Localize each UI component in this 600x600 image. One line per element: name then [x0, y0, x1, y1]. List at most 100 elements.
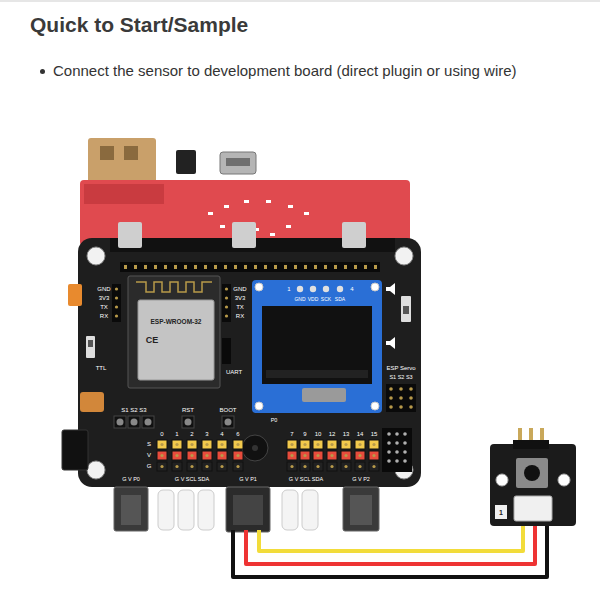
expansion-board	[222, 416, 234, 428]
expansion-board	[409, 396, 413, 400]
wires	[246, 520, 535, 564]
expansion-board	[389, 396, 393, 400]
expansion-board	[387, 441, 391, 445]
expansion-board	[222, 284, 231, 322]
expansion-board	[68, 284, 82, 306]
expansion-board	[327, 451, 337, 460]
expansion-board	[185, 419, 192, 426]
expansion-board	[190, 465, 193, 468]
expansion-board	[217, 462, 227, 471]
expansion-board	[131, 419, 138, 426]
expansion-board	[174, 265, 177, 269]
port-label: UART	[226, 369, 242, 375]
expansion-board	[124, 265, 377, 269]
pin-label: TX	[236, 304, 244, 310]
pin-label: P0	[271, 418, 278, 424]
expansion-board	[401, 296, 411, 322]
expansion-board	[62, 430, 88, 470]
expansion-board	[341, 451, 351, 460]
expansion-board	[371, 402, 379, 410]
gravity-connectors	[226, 487, 270, 532]
expansion-board	[369, 440, 379, 449]
pin-number: 15	[371, 431, 378, 437]
expansion-board	[115, 287, 118, 290]
expansion-board	[264, 265, 267, 269]
expansion-board	[205, 443, 208, 446]
expansion-board	[78, 238, 421, 487]
expansion-board	[262, 306, 372, 384]
gravity-connectors	[282, 490, 298, 530]
expansion-board	[409, 387, 413, 391]
pin-label: V	[147, 452, 151, 458]
expansion-board	[395, 450, 399, 454]
expansion-board	[355, 462, 365, 471]
expansion-board	[62, 222, 421, 487]
microbit-edge	[220, 225, 225, 228]
expansion-board	[389, 387, 393, 391]
port-label: ESP Servo	[386, 365, 415, 371]
expansion-board	[358, 465, 361, 468]
connector-label: G V P0	[122, 477, 140, 483]
gravity-connectors	[350, 495, 372, 525]
button-module	[558, 474, 570, 486]
microbit-top	[220, 152, 256, 174]
expansion-board	[297, 286, 343, 292]
expansion-board	[313, 462, 323, 471]
gravity-connectors	[158, 490, 174, 530]
expansion-board	[403, 459, 407, 463]
gravity-connectors	[302, 490, 318, 530]
button-label: BOOT	[219, 407, 236, 413]
expansion-board	[304, 265, 307, 269]
expansion-board	[341, 440, 351, 449]
expansion-board	[194, 265, 197, 269]
pin-number: 0	[160, 431, 163, 437]
expansion-board	[386, 337, 395, 349]
instruction-text: Connect the sensor to development board …	[53, 63, 517, 78]
expansion-board	[114, 416, 126, 428]
wires	[233, 520, 547, 577]
microbit-edge	[288, 205, 293, 208]
expansion-board	[294, 265, 297, 269]
expansion-board	[330, 454, 333, 457]
button-module	[496, 474, 508, 486]
gravity-connectors	[198, 490, 214, 530]
expansion-board	[232, 222, 256, 248]
pin-label: 3V3	[99, 295, 110, 301]
expansion-board	[255, 402, 263, 410]
microbit-edge	[266, 200, 271, 203]
expansion-board	[371, 283, 379, 291]
gravity-connectors	[343, 487, 379, 531]
expansion-board	[202, 451, 212, 460]
page-heading: Quick to Start/Sample	[30, 14, 248, 35]
connector-label: G V SCL SDA	[175, 477, 209, 483]
expansion-board	[128, 416, 140, 428]
expansion-board	[316, 454, 319, 457]
pin-number: 12	[329, 431, 336, 437]
expansion-board	[217, 440, 227, 449]
microbit-edge	[244, 200, 249, 203]
expansion-board	[120, 262, 380, 272]
button-module	[513, 440, 549, 449]
expansion-board	[184, 265, 187, 269]
expansion-board	[222, 338, 231, 364]
expansion-board	[225, 419, 232, 426]
expansion-board	[136, 282, 212, 292]
microbit-top	[226, 158, 250, 166]
module-name: ESP-WROOM-32	[151, 319, 202, 326]
expansion-board	[220, 465, 223, 468]
expansion-board	[204, 265, 207, 269]
pin-number: 13	[343, 431, 350, 437]
expansion-board	[236, 443, 239, 446]
expansion-board	[190, 443, 193, 446]
expansion-board	[303, 443, 306, 446]
expansion-board	[287, 462, 297, 471]
expansion-board	[313, 451, 323, 460]
expansion-board	[157, 451, 167, 460]
expansion-board	[157, 440, 379, 471]
expansion-board	[387, 432, 407, 463]
expansion-board	[300, 440, 310, 449]
wires	[259, 520, 523, 551]
expansion-board	[115, 296, 118, 299]
expansion-board	[323, 286, 329, 292]
pin-number: 4	[350, 286, 353, 292]
